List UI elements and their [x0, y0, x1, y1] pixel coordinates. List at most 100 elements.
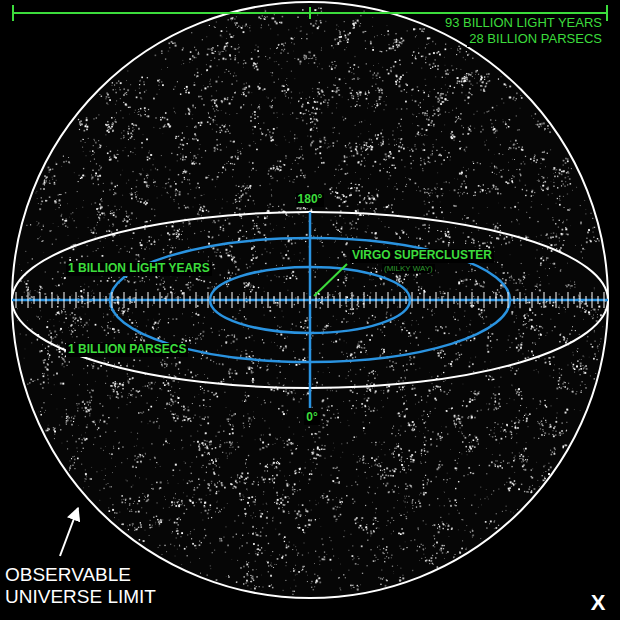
- galaxy-dot: [234, 257, 235, 258]
- galaxy-dot: [583, 369, 584, 370]
- galaxy-dot: [174, 229, 176, 231]
- galaxy-dot: [286, 480, 287, 481]
- galaxy-dot: [363, 427, 365, 429]
- galaxy-dot: [277, 461, 278, 462]
- galaxy-dot: [167, 245, 168, 246]
- galaxy-dot: [448, 245, 449, 246]
- galaxy-dot: [430, 411, 431, 412]
- galaxy-dot: [62, 353, 63, 354]
- galaxy-dot: [412, 100, 413, 101]
- galaxy-dot: [200, 125, 201, 126]
- galaxy-dot: [47, 354, 48, 355]
- galaxy-dot: [541, 434, 543, 436]
- galaxy-dot: [388, 73, 390, 75]
- galaxy-dot: [161, 296, 162, 297]
- galaxy-dot: [427, 451, 429, 453]
- galaxy-dot: [515, 483, 516, 484]
- galaxy-dot: [221, 30, 223, 32]
- galaxy-dot: [391, 314, 392, 315]
- galaxy-dot: [310, 459, 311, 460]
- galaxy-dot: [526, 190, 527, 191]
- galaxy-dot: [167, 295, 169, 297]
- galaxy-dot: [563, 221, 564, 222]
- galaxy-dot: [49, 181, 50, 182]
- galaxy-dot: [166, 380, 167, 381]
- galaxy-dot: [583, 373, 584, 374]
- galaxy-dot: [45, 366, 47, 368]
- galaxy-dot: [466, 188, 467, 189]
- galaxy-dot: [536, 124, 537, 125]
- galaxy-dot: [169, 234, 171, 236]
- galaxy-dot: [375, 464, 376, 465]
- galaxy-dot: [234, 262, 235, 263]
- galaxy-dot: [464, 100, 465, 101]
- galaxy-dot: [251, 351, 252, 352]
- galaxy-dot: [114, 332, 115, 333]
- galaxy-dot: [367, 148, 368, 149]
- galaxy-dot: [563, 184, 564, 185]
- galaxy-dot: [201, 542, 202, 543]
- galaxy-dot: [168, 384, 170, 386]
- galaxy-dot: [237, 158, 239, 160]
- galaxy-dot: [493, 185, 495, 187]
- galaxy-dot: [454, 422, 455, 423]
- galaxy-dot: [258, 287, 259, 288]
- galaxy-dot: [139, 390, 140, 391]
- galaxy-dot: [486, 74, 487, 75]
- galaxy-dot: [561, 185, 562, 186]
- galaxy-dot: [564, 382, 565, 383]
- galaxy-dot: [384, 35, 385, 36]
- galaxy-dot: [379, 98, 381, 100]
- galaxy-dot: [41, 407, 42, 408]
- galaxy-dot: [544, 435, 545, 436]
- galaxy-dot: [432, 115, 433, 116]
- galaxy-dot: [81, 123, 83, 125]
- galaxy-dot: [390, 321, 391, 322]
- galaxy-dot: [71, 458, 72, 459]
- galaxy-dot: [259, 549, 261, 551]
- galaxy-dot: [218, 110, 219, 111]
- galaxy-dot: [67, 416, 68, 417]
- galaxy-dot: [118, 332, 119, 333]
- galaxy-dot: [60, 330, 61, 331]
- galaxy-dot: [372, 49, 374, 51]
- galaxy-dot: [26, 283, 28, 285]
- galaxy-dot: [319, 146, 320, 147]
- galaxy-dot: [371, 371, 373, 373]
- galaxy-dot: [47, 363, 48, 364]
- galaxy-dot: [536, 159, 538, 161]
- galaxy-dot: [366, 98, 368, 100]
- galaxy-dot: [393, 470, 395, 472]
- galaxy-dot: [229, 433, 231, 435]
- galaxy-dot: [364, 398, 365, 399]
- galaxy-dot: [203, 399, 205, 401]
- galaxy-dot: [487, 81, 488, 82]
- galaxy-dot: [437, 195, 439, 197]
- galaxy-dot: [551, 233, 552, 234]
- galaxy-dot: [361, 403, 363, 405]
- galaxy-dot: [234, 415, 235, 416]
- galaxy-dot: [380, 284, 381, 285]
- galaxy-dot: [455, 426, 456, 427]
- galaxy-dot: [230, 419, 231, 420]
- galaxy-dot: [383, 349, 385, 351]
- galaxy-dot: [438, 51, 440, 53]
- galaxy-dot: [220, 35, 222, 37]
- galaxy-dot: [398, 146, 400, 148]
- galaxy-dot: [402, 577, 404, 579]
- galaxy-dot: [475, 281, 477, 283]
- galaxy-dot: [306, 234, 308, 236]
- galaxy-dot: [42, 288, 43, 289]
- galaxy-dot: [311, 121, 313, 123]
- galaxy-dot: [370, 43, 372, 45]
- galaxy-dot: [166, 439, 167, 440]
- galaxy-dot: [380, 355, 381, 356]
- galaxy-dot: [209, 463, 210, 464]
- galaxy-dot: [373, 75, 374, 76]
- galaxy-dot: [543, 122, 545, 124]
- galaxy-dot: [139, 173, 140, 174]
- galaxy-dot: [369, 146, 371, 148]
- galaxy-dot: [107, 332, 108, 333]
- galaxy-dot: [458, 352, 459, 353]
